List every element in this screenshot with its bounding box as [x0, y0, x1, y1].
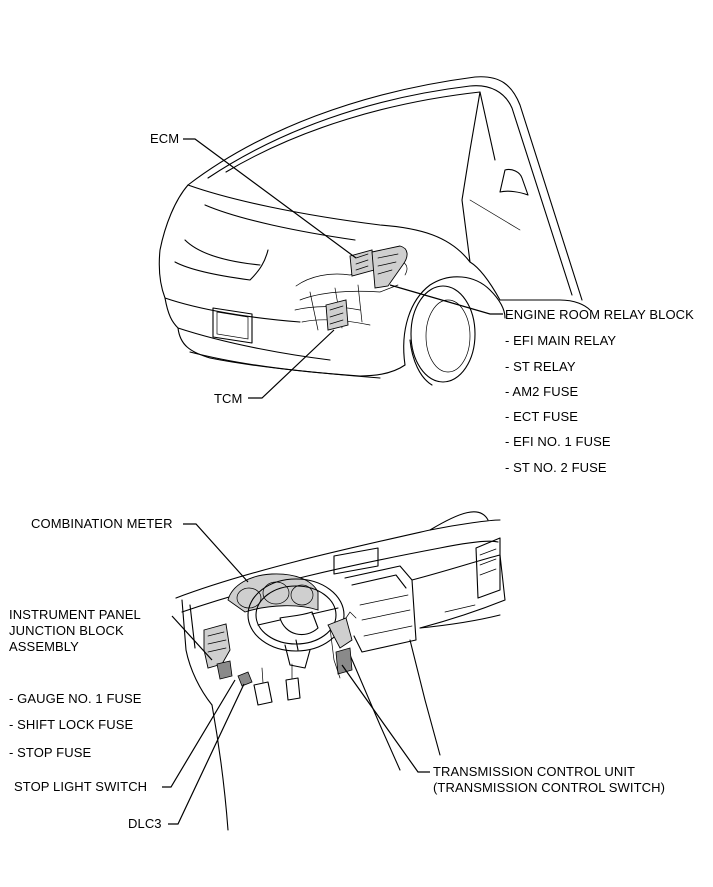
label-relay-item: - EFI NO. 1 FUSE [505, 434, 611, 449]
label-junction-block-line: JUNCTION BLOCK [9, 623, 124, 638]
label-stop-light-switch: STOP LIGHT SWITCH [14, 779, 148, 794]
label-transmission-control-unit: TRANSMISSION CONTROL UNIT [433, 764, 636, 779]
label-relay-item: - AM2 FUSE [505, 384, 579, 399]
label-junction-item: - SHIFT LOCK FUSE [9, 717, 134, 732]
label-junction-block-line: ASSEMBLY [9, 639, 79, 654]
label-junction-block-line: INSTRUMENT PANEL [9, 607, 141, 622]
label-tcm: TCM [214, 391, 243, 406]
engine-leader-lines [183, 138, 503, 399]
dashboard-leader-lines [162, 523, 430, 825]
label-dlc3: DLC3 [128, 816, 162, 831]
car-front-illustration [158, 76, 591, 386]
label-relay-item: - EFI MAIN RELAY [505, 333, 617, 348]
label-junction-item: - GAUGE NO. 1 FUSE [9, 691, 142, 706]
label-relay-item: - ECT FUSE [505, 409, 578, 424]
dashboard-illustration [175, 511, 506, 831]
label-ecm: ECM [150, 131, 180, 146]
label-combination-meter: COMBINATION METER [31, 516, 173, 531]
label-transmission-control-switch: (TRANSMISSION CONTROL SWITCH) [433, 780, 666, 795]
label-relay-item: - ST RELAY [505, 359, 576, 374]
label-engine-room-relay-block: ENGINE ROOM RELAY BLOCK [505, 307, 694, 322]
label-junction-item: - STOP FUSE [9, 745, 92, 760]
label-relay-item: - ST NO. 2 FUSE [505, 460, 607, 475]
